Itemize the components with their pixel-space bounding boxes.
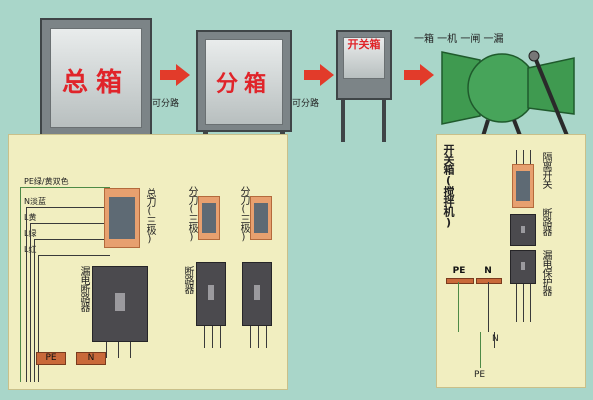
n-wire <box>26 207 110 208</box>
arrow1-caption: 可分路 <box>152 99 180 109</box>
switch-box-n-terminal: N <box>484 266 492 276</box>
sub-box-label: 分箱 <box>215 71 272 97</box>
isolation-switch <box>512 164 534 208</box>
switch-box-pe-terminal: PE <box>452 266 466 276</box>
main-box-label: 总箱 <box>61 68 130 98</box>
incoming-n-label: N <box>492 334 499 344</box>
main-distribution-box: 总箱 <box>40 18 152 136</box>
switch-box-legs <box>341 98 345 142</box>
switch-box-door <box>343 37 385 79</box>
chain-caption: 一箱 一机 一闸 一漏 <box>414 34 504 45</box>
pe-terminal-bar: PE <box>36 352 66 365</box>
branch-breaker-label: 断路器 <box>182 266 193 293</box>
leakage-protector <box>510 250 536 284</box>
switch-box-breaker-label: 断路器 <box>540 208 551 235</box>
distribution-wiring-panel <box>8 134 288 390</box>
arrow-right-icon <box>404 64 434 86</box>
isolation-switch-label: 隔离开关 <box>540 152 551 188</box>
wire-label-l1: L黄 <box>24 213 37 222</box>
branch-knife-switch-2 <box>250 196 272 240</box>
branch-breaker-1 <box>196 262 226 326</box>
branch-knife-switch-1 <box>198 196 220 240</box>
wire-label-pe: PE绿/黄双色 <box>24 177 69 186</box>
leakage-breaker-label: 漏电断路器 <box>78 266 89 311</box>
main-box-door <box>50 28 142 128</box>
arrow-right-icon <box>304 64 334 86</box>
branch-knife-2-label: 分刀(三极) <box>238 186 249 242</box>
switch-box-label: 开关箱 <box>347 38 381 51</box>
sub-distribution-box: 分箱 <box>196 30 292 132</box>
arrow-right-icon <box>160 64 190 86</box>
arrow2-caption: 可分路 <box>292 99 320 109</box>
sub-box-door <box>205 39 283 125</box>
leakage-protector-label: 漏电保护器 <box>540 250 551 295</box>
main-knife-switch <box>104 188 140 248</box>
branch-breaker-2 <box>242 262 272 326</box>
incoming-pe-label: PE <box>474 370 486 380</box>
pe-wire <box>20 187 110 188</box>
n-terminal-bar: N <box>76 352 106 365</box>
wire-label-n: N淡蓝 <box>24 197 46 206</box>
switch-box-title: 开关箱(搅拌机) <box>442 144 455 228</box>
switch-box: 开关箱 <box>336 30 392 100</box>
switch-box-breaker <box>510 214 536 246</box>
main-knife-label: 总刀(三极) <box>144 188 155 244</box>
leakage-breaker <box>92 266 148 342</box>
branch-knife-1-label: 分刀(三极) <box>186 186 197 242</box>
mixer-machine-icon <box>441 50 575 147</box>
